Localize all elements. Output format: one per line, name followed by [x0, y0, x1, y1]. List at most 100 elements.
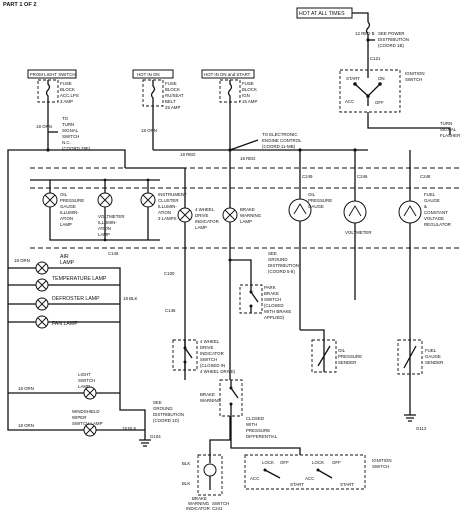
svg-text:SWITCH: SWITCH [78, 378, 95, 383]
svg-text:FUEL: FUEL [424, 192, 436, 197]
svg-text:4 WHEEL DRIVE): 4 WHEEL DRIVE) [200, 369, 236, 374]
ground-ref-1: SEE GROUND DISTRIBUTION (COORD 1D) [153, 400, 184, 423]
svg-text:SEE: SEE [153, 400, 162, 405]
svg-text:ENGINE CONTROL: ENGINE CONTROL [262, 138, 302, 143]
svg-text:BELT: BELT [165, 99, 176, 104]
svg-text:ILLUMIN-: ILLUMIN- [158, 204, 177, 209]
svg-text:SWITCH: SWITCH [405, 77, 422, 82]
svg-text:LIGHT: LIGHT [78, 372, 91, 377]
svg-text:GAUGE: GAUGE [424, 198, 440, 203]
svg-text:GAUGE: GAUGE [425, 354, 441, 359]
svg-text:LAMP: LAMP [78, 384, 90, 389]
svg-text:INDICATOR: INDICATOR [195, 219, 219, 224]
svg-text:(COORD 29E): (COORD 29E) [62, 146, 91, 151]
svg-text:WINDSHIELD: WINDSHIELD [72, 409, 100, 414]
c-c247: C246 [357, 174, 368, 179]
svg-text:FUSE: FUSE [242, 81, 254, 86]
svg-text:LOCK: LOCK [312, 460, 324, 465]
svg-text:(COORD 1D): (COORD 1D) [153, 418, 180, 423]
svg-text:SENDER: SENDER [338, 360, 356, 365]
svg-text:RU/SEAT: RU/SEAT [165, 93, 184, 98]
svg-text:BLK: BLK [182, 481, 190, 486]
svg-text:ACC.LPS: ACC.LPS [60, 93, 79, 98]
svg-text:CLOSED: CLOSED [246, 416, 264, 421]
svg-text:BRAKE: BRAKE [264, 291, 279, 296]
oil-pressure-lamp: OIL PRESSURE GAUGE ILLUMIN- ATION LAMP [42, 192, 84, 227]
svg-text:(COORD 1B): (COORD 1B) [378, 43, 404, 48]
svg-text:OFF: OFF [332, 460, 341, 465]
svg-text:LAMP: LAMP [240, 219, 252, 224]
svg-text:INDICATOR: INDICATOR [200, 351, 224, 356]
svg-text:BRAKE: BRAKE [200, 392, 215, 397]
svg-text:IGN: IGN [242, 93, 250, 98]
light-switch-box [27, 69, 77, 79]
svg-text:ATION: ATION [60, 216, 73, 221]
svg-text:APPLIED): APPLIED) [264, 315, 285, 320]
svg-text:GAUGE: GAUGE [60, 204, 76, 209]
svg-text:GAUGE: GAUGE [308, 204, 324, 209]
svg-text:BLOCK: BLOCK [165, 87, 180, 92]
svg-text:FAN LAMP: FAN LAMP [52, 321, 78, 327]
svg-text:PRESSURE: PRESSURE [246, 428, 270, 433]
svg-text:15 AMP: 15 AMP [242, 99, 257, 104]
engine-control-ref: TO ELECTRONIC ENGINE CONTROL (COORD 11-M… [262, 132, 302, 149]
g-g104: G104 [150, 434, 161, 439]
see-power-dist: SEE POWER DISTRIBUTION (COORD 1B) [378, 31, 409, 48]
voltmeter-lamp: VOLTMETER ILLUMIN- ATION LAMP [97, 192, 125, 237]
wire-red-2: 18 RED [240, 156, 255, 161]
wire-blk-1: 18 BLK [123, 296, 137, 301]
svg-text:TO ELECTRONIC: TO ELECTRONIC [262, 132, 298, 137]
svg-text:TEMPERATURE LAMP: TEMPERATURE LAMP [52, 276, 107, 282]
fuse-acc: FUSE BLOCK ACC.LPS 3 AMP [37, 79, 79, 114]
svg-text:SWITCH: SWITCH [200, 357, 217, 362]
4wd-indicator-lamp: 4 WHEEL DRIVE INDICATOR LAMP [177, 207, 219, 230]
oil-pressure-gauge: OIL PRESSURE GAUGE [288, 192, 332, 222]
svg-text:OFF: OFF [280, 460, 289, 465]
c-c146: C146 [108, 251, 119, 256]
svg-text:INDICATOR: INDICATOR [186, 506, 210, 511]
hot-in-on-box [132, 69, 174, 79]
svg-text:DISTRIBUTION: DISTRIBUTION [268, 263, 299, 268]
c121-label: C121 [370, 56, 381, 61]
svg-text:ACC: ACC [305, 476, 314, 481]
svg-text:FUSE: FUSE [60, 81, 72, 86]
svg-text:FUSE: FUSE [165, 81, 177, 86]
pos-acc: ACC [345, 99, 354, 104]
svg-text:REGULATOR: REGULATOR [424, 222, 451, 227]
svg-text:WIPER: WIPER [72, 415, 86, 420]
svg-text:BLOCK: BLOCK [60, 87, 75, 92]
svg-text:VOLTMETER: VOLTMETER [345, 230, 372, 235]
svg-text:OIL: OIL [338, 348, 346, 353]
ignition-title: IGNITION SWITCH [405, 71, 425, 82]
svg-text:SIGNAL: SIGNAL [62, 128, 79, 133]
svg-text:BRAKE: BRAKE [192, 496, 207, 501]
ignition-switch-top [339, 69, 401, 113]
pos-on: ON [378, 76, 385, 81]
svg-text:IGNITION: IGNITION [405, 71, 425, 76]
svg-text:ILLUMIN-: ILLUMIN- [98, 220, 117, 225]
svg-text:IGNITION: IGNITION [372, 458, 392, 463]
svg-text:(COORD 5-8): (COORD 5-8) [268, 269, 295, 274]
svg-text:OIL: OIL [60, 192, 68, 197]
fuse-ign: FUSE BLOCK IGN 15 AMP [219, 79, 257, 150]
svg-text:SENDER: SENDER [425, 360, 443, 365]
wire-blk-2: 18 BLK [122, 426, 136, 431]
svg-text:SWITCH: SWITCH [264, 297, 281, 302]
svg-text:SEE POWER: SEE POWER [378, 31, 405, 36]
svg-text:4 WHEEL: 4 WHEEL [195, 207, 215, 212]
svg-text:INSTRUMENT: INSTRUMENT [158, 192, 187, 197]
g-g112: G112 [416, 426, 427, 431]
svg-text:CONSTANT: CONSTANT [424, 210, 448, 215]
svg-text:GROUND: GROUND [268, 257, 288, 262]
svg-text:PARK: PARK [264, 285, 276, 290]
svg-text:TURN: TURN [62, 122, 74, 127]
hot-in-on-start-label: HOT IN ON and START [204, 72, 251, 77]
svg-text:ACC: ACC [250, 476, 259, 481]
svg-text:25 AMP: 25 AMP [165, 105, 180, 110]
